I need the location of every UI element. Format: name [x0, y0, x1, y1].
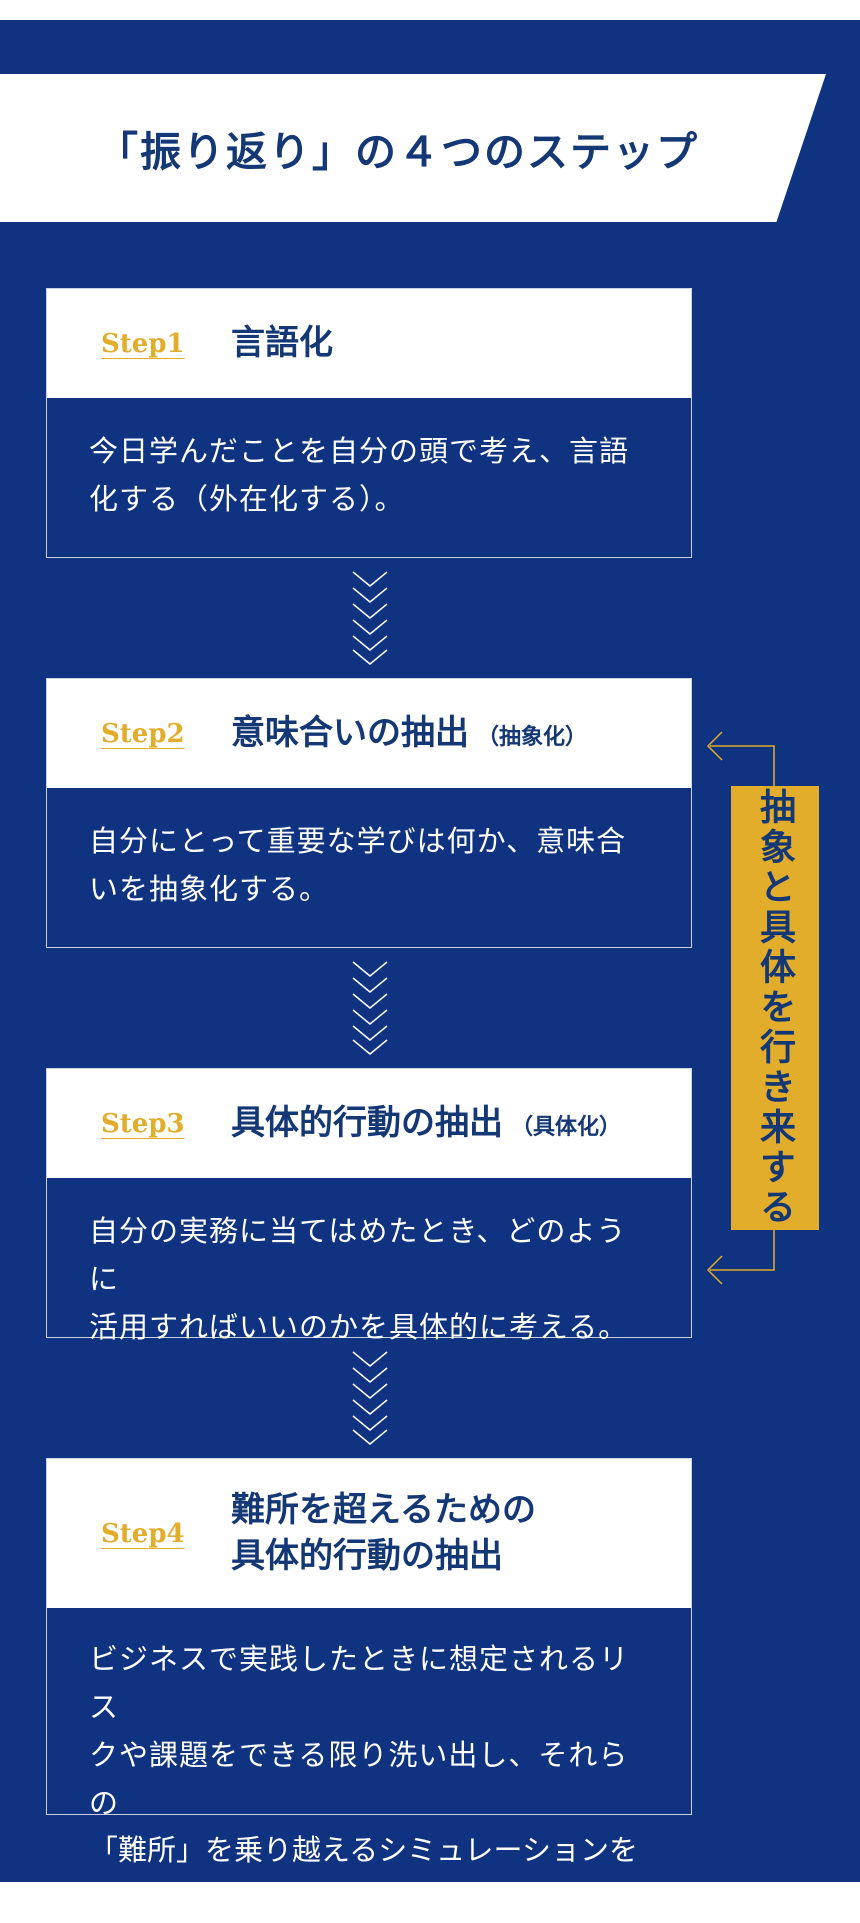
- step-1-number: Step1: [101, 328, 185, 359]
- step-3-number: Step3: [101, 1108, 185, 1139]
- step-4-card: Step4 難所を超えるための 具体的行動の抽出 ビジネスで実践したときに想定さ…: [46, 1458, 692, 1915]
- step-2-number: Step2: [101, 718, 185, 749]
- step-4-number: Step4: [101, 1518, 185, 1549]
- step-4-line-3: 「難所」を乗り越えるシミュレーションを行う。: [89, 1833, 638, 1916]
- step-4-line-2: クや課題をできる限り洗い出し、それらの: [89, 1737, 629, 1820]
- step-3-line-2: 活用すればいいのかを具体的に考える。: [89, 1309, 629, 1344]
- step-1-card: Step1 言語化 今日学んだことを自分の頭で考え、言語 化する（外在化する）。: [46, 288, 692, 558]
- step-3-title: 具体的行動の抽出 （具体化）: [231, 1101, 621, 1147]
- step-2-line-2: いを抽象化する。: [89, 871, 330, 906]
- step-2-title-sub: （抽象化）: [477, 723, 588, 750]
- bracket-arrows: [706, 731, 775, 1285]
- step-2-description: 自分にとって重要な学びは何か、意味合 いを抽象化する。: [47, 788, 691, 947]
- step-1-line-2: 化する（外在化する）。: [89, 481, 405, 516]
- step-3-description: 自分の実務に当てはめたとき、どのように 活用すればいいのかを具体的に考える。: [47, 1178, 691, 1344]
- step-1-description: 今日学んだことを自分の頭で考え、言語 化する（外在化する）。: [47, 398, 691, 557]
- step-4-title-line-1: 難所を超えるための: [231, 1489, 536, 1530]
- step-2-header: Step2 意味合いの抽出 （抽象化）: [47, 679, 691, 788]
- step-4-line-1: ビジネスで実践したときに想定されるリス: [89, 1642, 630, 1724]
- step-4-title-line-2: 具体的行動の抽出: [231, 1535, 503, 1576]
- step-2-line-1: 自分にとって重要な学びは何か、意味合: [89, 824, 627, 858]
- chevron-down-icon: [352, 571, 388, 665]
- step-2-title: 意味合いの抽出 （抽象化）: [231, 711, 587, 757]
- step-3-title-main: 具体的行動の抽出: [231, 1102, 503, 1143]
- step-4-title: 難所を超えるための 具体的行動の抽出: [231, 1488, 536, 1580]
- step-1-header: Step1 言語化: [47, 289, 691, 398]
- step-4-description: ビジネスで実践したときに想定されるリス クや課題をできる限り洗い出し、それらの …: [47, 1608, 691, 1915]
- chevron-down-icon: [352, 1351, 388, 1445]
- step-1-line-1: 今日学んだことを自分の頭で考え、言語: [89, 434, 630, 468]
- chevron-down-icon: [352, 961, 388, 1055]
- step-4-header: Step4 難所を超えるための 具体的行動の抽出: [47, 1459, 691, 1608]
- title-banner: 「振り返り」の４つのステップ: [0, 74, 826, 222]
- step-1-title: 言語化: [231, 322, 333, 363]
- side-tag: 抽象と具体を行き来する: [731, 786, 819, 1230]
- step-2-card: Step2 意味合いの抽出 （抽象化） 自分にとって重要な学びは何か、意味合 いを…: [46, 678, 692, 948]
- step-3-line-1: 自分の実務に当てはめたとき、どのように: [89, 1214, 627, 1296]
- page-title: 「振り返り」の４つのステップ: [97, 128, 699, 176]
- step-3-card: Step3 具体的行動の抽出 （具体化） 自分の実務に当てはめたとき、どのように …: [46, 1068, 692, 1344]
- step-2-title-main: 意味合いの抽出: [231, 712, 469, 753]
- step-3-header: Step3 具体的行動の抽出 （具体化）: [47, 1069, 691, 1178]
- step-3-title-sub: （具体化）: [511, 1113, 622, 1140]
